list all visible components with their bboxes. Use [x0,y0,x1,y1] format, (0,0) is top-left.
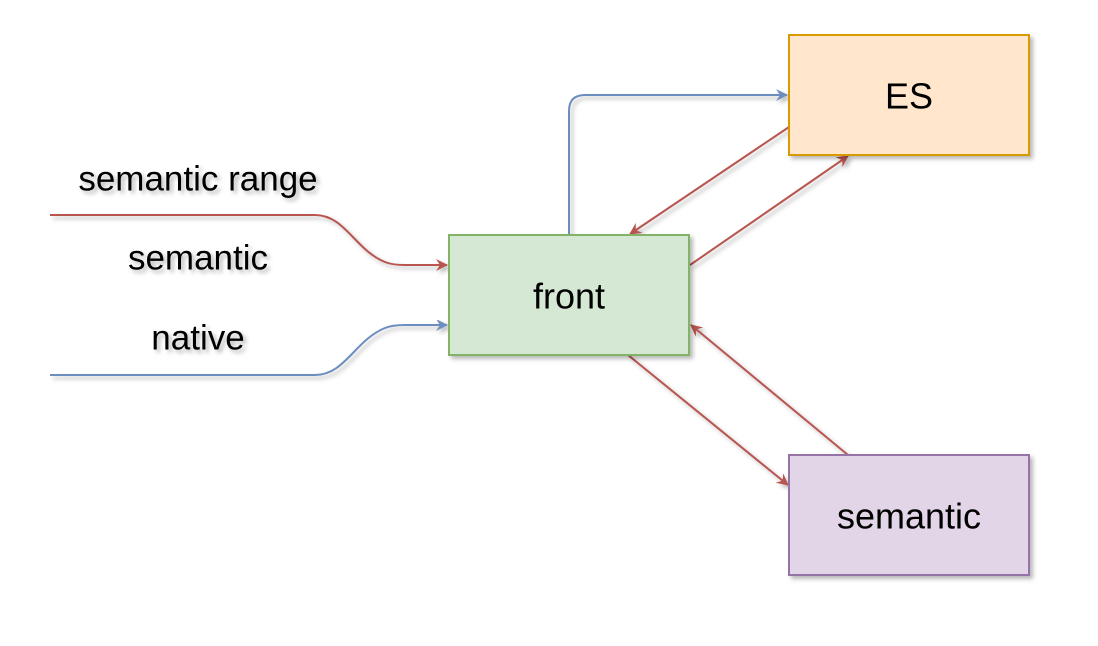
input-label-native: native [151,318,244,357]
edge-native-to-front [50,319,448,376]
node-front[interactable]: front [448,234,690,356]
edge-front-to-es-red [689,155,849,266]
node-es-label: ES [885,76,933,117]
node-front-label: front [533,276,605,317]
node-semantic[interactable]: semantic [788,454,1030,576]
edge-semantic-range-to-front [50,214,448,271]
edge-front-to-es-blue [568,89,788,235]
edge-semantic-to-front [690,324,849,456]
edge-front-to-semantic [627,354,789,486]
node-semantic-box [788,454,1030,576]
node-semantic-label: semantic [837,496,981,537]
input-label-semantic: semantic [128,238,268,277]
node-es[interactable]: ES [788,34,1030,156]
node-front-box [448,234,690,356]
edge-es-to-front [629,126,790,235]
input-label-semantic-range: semantic range [78,159,317,198]
node-es-box [788,34,1030,156]
